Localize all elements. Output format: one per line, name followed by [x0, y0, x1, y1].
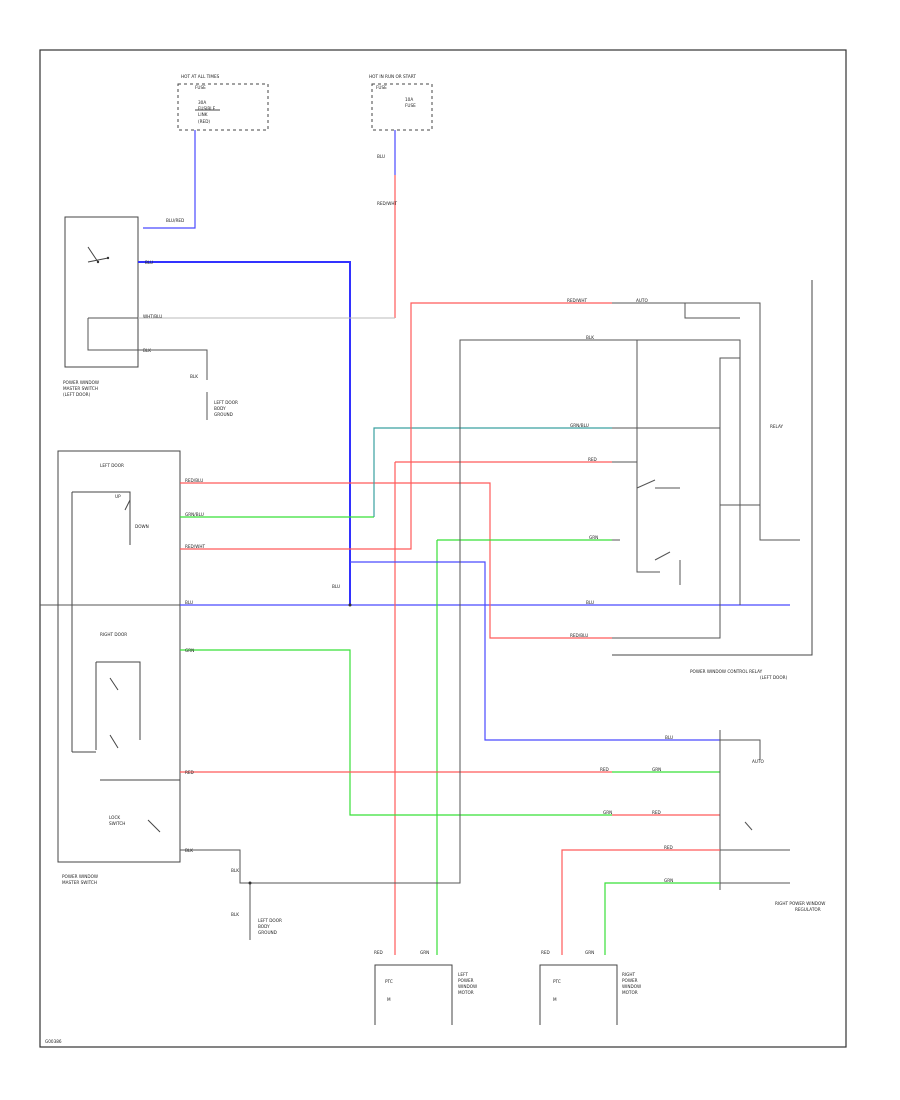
svg-text:LEFT DOOR: LEFT DOOR	[214, 400, 238, 405]
svg-text:MOTOR: MOTOR	[458, 990, 474, 995]
svg-text:RED: RED	[600, 767, 609, 772]
svg-text:GRN: GRN	[603, 810, 612, 815]
svg-text:MOTOR: MOTOR	[622, 990, 638, 995]
svg-text:UP: UP	[115, 494, 121, 499]
svg-text:BLU: BLU	[185, 600, 193, 605]
svg-text:RED: RED	[652, 810, 661, 815]
svg-text:GRN/BLU: GRN/BLU	[185, 512, 204, 517]
svg-text:30A: 30A	[198, 100, 206, 105]
right-power-window-motor: PTC M RIGHT POWER WINDOW MOTOR RED GRN	[539, 950, 641, 1025]
power-window-control-relay: AUTO RELAY POWER WINDOW CONTROL RELAY (L…	[612, 280, 813, 680]
svg-text:POWER WINDOW: POWER WINDOW	[62, 874, 98, 879]
svg-text:BLU/RED: BLU/RED	[166, 218, 184, 223]
svg-text:PTC: PTC	[553, 979, 561, 984]
svg-text:RED/WHT: RED/WHT	[377, 201, 397, 206]
svg-text:FUSE: FUSE	[376, 85, 387, 90]
svg-text:RIGHT DOOR: RIGHT DOOR	[100, 632, 127, 637]
right-power-window-regulator: AUTO RIGHT POWER WINDOW REGULATOR	[719, 730, 825, 912]
svg-text:LEFT: LEFT	[458, 972, 468, 977]
svg-text:BLU: BLU	[586, 600, 594, 605]
svg-text:FUSIBLE: FUSIBLE	[198, 106, 216, 111]
svg-text:(LEFT DOOR): (LEFT DOOR)	[63, 392, 91, 397]
diagram-code: G00386	[45, 1039, 62, 1044]
svg-text:RED: RED	[374, 950, 383, 955]
power-window-master-switch: POWER WINDOW MASTER SWITCH (LEFT DOOR)	[63, 216, 139, 397]
svg-text:BLK: BLK	[586, 335, 594, 340]
svg-text:MASTER SWITCH: MASTER SWITCH	[62, 880, 97, 885]
svg-text:BLU: BLU	[665, 735, 673, 740]
svg-text:GRN: GRN	[185, 648, 194, 653]
svg-text:BLK: BLK	[231, 912, 239, 917]
svg-text:GRN: GRN	[652, 767, 661, 772]
diagram-frame	[39, 49, 847, 1048]
svg-text:RED/WHT: RED/WHT	[185, 544, 205, 549]
svg-text:LEFT DOOR: LEFT DOOR	[258, 918, 282, 923]
svg-text:AUTO: AUTO	[636, 298, 648, 303]
svg-text:LOCK: LOCK	[109, 815, 120, 820]
svg-text:M: M	[553, 997, 557, 1002]
svg-text:POWER WINDOW: POWER WINDOW	[63, 380, 99, 385]
svg-text:GRN/BLU: GRN/BLU	[570, 423, 589, 428]
svg-text:GRN: GRN	[664, 878, 673, 883]
svg-text:RED/BLU: RED/BLU	[570, 633, 588, 638]
svg-text:DOWN: DOWN	[135, 524, 149, 529]
svg-text:POWER WINDOW CONTROL RELAY: POWER WINDOW CONTROL RELAY	[690, 669, 763, 674]
svg-text:RED: RED	[664, 845, 673, 850]
hot-at-all-times-fuse: HOT AT ALL TIMES FUSE 30A FUSIBLE LINK (…	[177, 74, 269, 131]
svg-text:BODY: BODY	[258, 924, 270, 929]
svg-text:(RED): (RED)	[198, 119, 210, 124]
svg-text:AUTO: AUTO	[752, 759, 764, 764]
svg-text:POWER: POWER	[458, 978, 474, 983]
svg-text:GRN: GRN	[589, 535, 598, 540]
svg-text:RED: RED	[541, 950, 550, 955]
svg-text:10A: 10A	[405, 97, 413, 102]
svg-text:WINDOW: WINDOW	[622, 984, 641, 989]
svg-text:RELAY: RELAY	[770, 424, 784, 429]
svg-text:(LEFT DOOR): (LEFT DOOR)	[760, 675, 788, 680]
left-master-switch-assembly: LEFT DOOR UP DOWN RIGHT DOOR LOCK SWITCH…	[57, 450, 181, 885]
svg-text:LINK: LINK	[198, 112, 208, 117]
svg-text:RED: RED	[185, 770, 194, 775]
svg-text:WHT/BLU: WHT/BLU	[143, 314, 162, 319]
svg-text:RED/WHT: RED/WHT	[567, 298, 587, 303]
svg-text:GROUND: GROUND	[258, 930, 277, 935]
svg-text:MASTER SWITCH: MASTER SWITCH	[63, 386, 98, 391]
svg-text:GRN: GRN	[585, 950, 594, 955]
svg-text:M: M	[387, 997, 391, 1002]
svg-text:BLU: BLU	[332, 584, 340, 589]
svg-text:RED: RED	[588, 457, 597, 462]
svg-text:BLK: BLK	[190, 374, 198, 379]
svg-text:RIGHT: RIGHT	[622, 972, 636, 977]
svg-text:RED/BLU: RED/BLU	[185, 478, 203, 483]
svg-text:BLK: BLK	[185, 848, 193, 853]
svg-text:PTC: PTC	[385, 979, 393, 984]
svg-text:BLU: BLU	[377, 154, 385, 159]
hot-at-all-times-label: HOT AT ALL TIMES	[181, 74, 220, 79]
svg-text:LEFT DOOR: LEFT DOOR	[100, 463, 124, 468]
svg-text:REGULATOR: REGULATOR	[795, 907, 821, 912]
hot-in-run-label: HOT IN RUN OR START	[369, 74, 416, 79]
hot-in-run-fuse: HOT IN RUN OR START FUSE 10A FUSE	[369, 74, 433, 131]
svg-text:GRN: GRN	[420, 950, 429, 955]
svg-text:SWITCH: SWITCH	[109, 821, 125, 826]
svg-text:BLU: BLU	[145, 260, 153, 265]
svg-text:POWER: POWER	[622, 978, 638, 983]
left-power-window-motor: PTC M LEFT POWER WINDOW MOTOR RED GRN	[374, 950, 477, 1025]
svg-text:FUSE: FUSE	[405, 103, 416, 108]
svg-text:GROUND: GROUND	[214, 412, 233, 417]
fuse-label: FUSE	[195, 85, 206, 90]
svg-text:RIGHT POWER WINDOW: RIGHT POWER WINDOW	[775, 901, 825, 906]
svg-text:BLK: BLK	[231, 868, 239, 873]
svg-text:BODY: BODY	[214, 406, 226, 411]
svg-text:WINDOW: WINDOW	[458, 984, 477, 989]
